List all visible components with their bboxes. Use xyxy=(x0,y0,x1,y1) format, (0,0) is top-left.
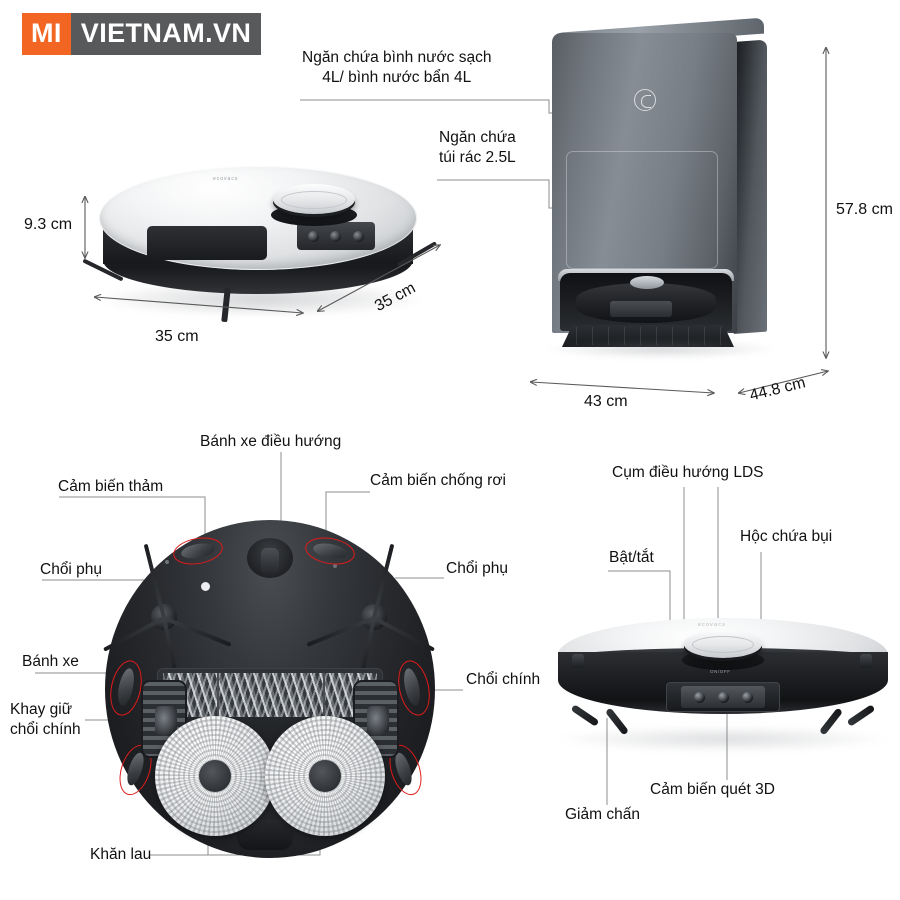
callout-main-brush-holder: Khay giữ chổi chính xyxy=(10,701,81,739)
lds-ring-front xyxy=(692,636,754,653)
robot-width-dimension: 35 cm xyxy=(155,328,199,345)
callout-lds-navigation-module: Cụm điều hướng LDS xyxy=(612,464,764,481)
robot-brand-mark-front: ecovacs xyxy=(698,622,727,628)
callout-mop-pads: Khăn lau xyxy=(90,846,152,863)
lds-turret-ring xyxy=(281,191,347,209)
callout-anti-drop-sensor: Cảm biến chống rơi xyxy=(370,472,506,489)
robot-three-quarter-image: ecovacs xyxy=(82,160,438,335)
docked-robot-sensor-module xyxy=(610,301,672,317)
swivel-wheel-icon xyxy=(261,548,279,574)
callout-drive-wheel: Bánh xe xyxy=(22,653,79,670)
robot-top-rim xyxy=(99,166,417,270)
callout-side-brush-right: Chổi phụ xyxy=(446,560,509,577)
robot-front-view-image: ecovacs ON/OFF xyxy=(548,608,898,768)
power-button-label-mark: ON/OFF xyxy=(710,669,731,674)
callout-side-brush-left: Chổi phụ xyxy=(40,561,103,578)
dock-tank-panel xyxy=(566,151,718,269)
underside-screw-right xyxy=(333,564,337,568)
main-brush-divider-right xyxy=(323,673,325,717)
front-view-shadow xyxy=(558,726,888,752)
dock-side-face xyxy=(733,39,767,334)
callout-power-button: Bật/tắt xyxy=(609,549,654,566)
robot-sensor-module xyxy=(297,222,375,250)
robot-underside-image xyxy=(103,520,435,865)
mop-pad-right xyxy=(265,716,385,836)
underside-screw-left xyxy=(165,560,169,564)
docked-robot-lds-icon xyxy=(630,276,664,289)
callout-3d-scanning-sensor: Cảm biến quét 3D xyxy=(650,781,775,798)
site-logo[interactable]: MI VIETNAM.VN xyxy=(22,13,262,55)
bumper-notch-left xyxy=(572,654,584,668)
dock-depth-dimension: 44.8 cm xyxy=(748,374,808,405)
callout-dust-bin: Hộc chứa bụi xyxy=(740,528,833,545)
bumper-notch-right xyxy=(860,654,872,668)
side-brush-leg-left-outer xyxy=(570,704,600,727)
3d-scanning-sensor-icon xyxy=(681,686,765,708)
logo-vietnam-text: VIETNAM.VN xyxy=(70,13,262,55)
side-brush-leg-right-outer xyxy=(846,704,876,727)
carpet-sensor-icon xyxy=(201,582,210,591)
robot-front-bumper-panel xyxy=(147,226,267,260)
robot-height-dimension: 9.3 cm xyxy=(24,216,73,233)
logo-mi-text: MI xyxy=(22,13,71,55)
dock-ramp xyxy=(562,325,734,347)
dock-height-dimension: 57.8 cm xyxy=(836,201,893,218)
dock-emblem-icon xyxy=(634,89,656,111)
main-brush-divider-left xyxy=(217,673,219,717)
callout-bumper: Giảm chấn xyxy=(565,806,640,823)
mop-pad-left xyxy=(155,716,275,836)
callout-main-brush: Chổi chính xyxy=(466,671,541,688)
drive-wheel-left xyxy=(141,680,187,758)
robot-brand-mark: ecovacs xyxy=(213,176,239,182)
main-brush-icon xyxy=(163,673,377,717)
dock-station-image xyxy=(546,17,776,369)
dock-width-dimension: 43 cm xyxy=(584,393,628,410)
callout-swivel-wheel: Bánh xe điều hướng xyxy=(200,433,342,450)
callout-dust-bag-compartment: Ngăn chứa túi rác 2.5L xyxy=(439,129,516,167)
dock-shadow xyxy=(546,339,776,359)
callout-carpet-sensor: Cảm biến thảm xyxy=(58,478,164,495)
callout-clean-dirty-water-tank: Ngăn chứa bình nước sạch 4L/ bình nước b… xyxy=(302,49,492,87)
